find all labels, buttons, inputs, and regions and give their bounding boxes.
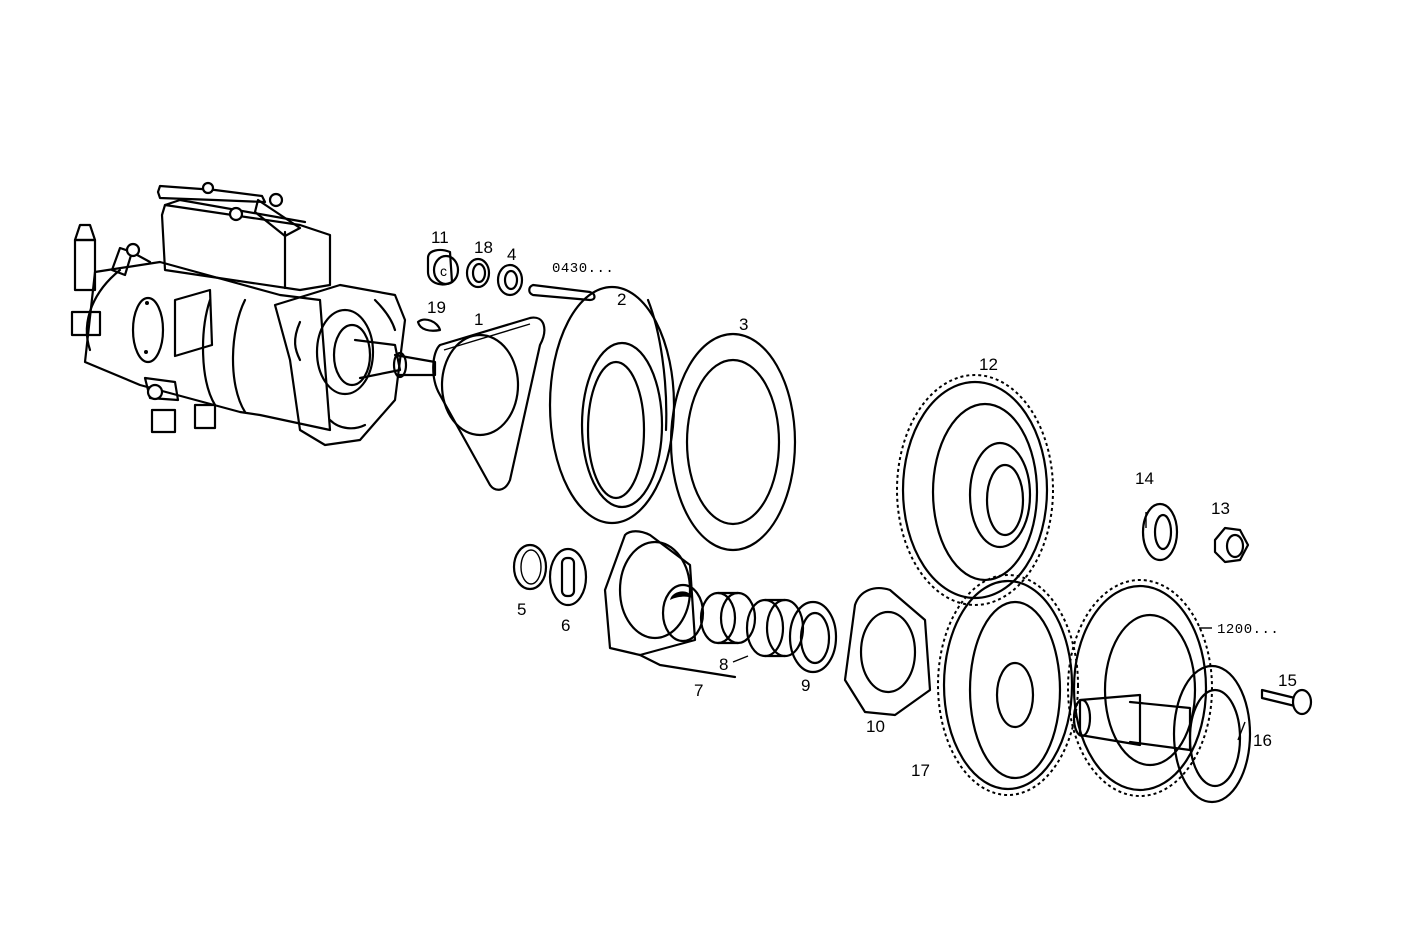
hex-nut-13 [1213,526,1250,564]
callout-5: 5 [517,600,527,619]
callout-9: 9 [801,676,811,695]
callout-19: 19 [427,298,446,317]
callout-4: 4 [507,245,517,264]
seal-ring-6 [548,547,588,607]
callout-8: 8 [719,655,729,674]
large-gear-12 [896,374,1054,606]
cover-gasket-10 [843,587,932,717]
nut-11: c [426,248,460,286]
callout-2: 2 [617,290,627,309]
callout-6: 6 [561,616,571,635]
hub-flange-16 [1172,664,1252,804]
callout-7: 7 [694,681,704,700]
bushings-8 [699,591,805,658]
injection-pump [70,181,437,447]
callout-18: 18 [474,238,493,257]
callout-13: 13 [1211,499,1230,518]
thrust-washer-9 [788,600,838,674]
callout-10: 10 [866,717,885,736]
callout-16: 16 [1253,731,1272,750]
ring-gasket-3 [669,332,797,552]
svg-text:c: c [440,263,447,279]
bearing-housing-7 [603,530,737,679]
spring-washer-18 [465,257,491,289]
drive-gear-17 [937,574,1079,796]
callout-17: 17 [911,761,930,780]
callout-14: 14 [1135,469,1154,488]
callout-1: 1 [474,310,484,329]
flange-gasket-1 [432,316,546,491]
callout-11: 11 [431,228,449,247]
callout-3: 3 [739,315,749,334]
ref-code-stud: 0430... [552,261,615,277]
woodruff-key-19 [416,318,442,332]
callout-12: 12 [979,355,998,374]
ref-code-gear: 1200... [1217,622,1280,638]
washer-14 [1141,502,1179,562]
washer-4 [496,263,524,297]
callout-15: 15 [1278,671,1297,690]
camshaft-gear [1067,579,1213,797]
snap-ring-5 [512,543,548,591]
bolt-15 [1260,688,1313,716]
adapter-plate-2 [548,285,676,525]
